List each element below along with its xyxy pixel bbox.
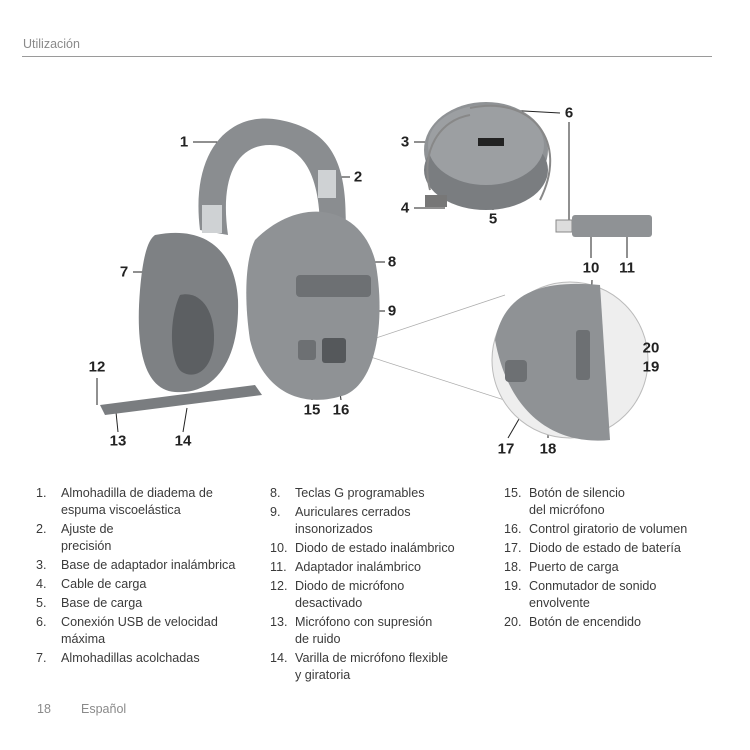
legend-item: 16. Control giratorio de volumen xyxy=(504,521,734,538)
legend-column-3: 15. Botón de silencio del micrófono 16. Con… xyxy=(504,485,734,633)
legend-item-number: 11. xyxy=(270,560,287,574)
callout-11: 11 xyxy=(619,259,635,277)
legend-column-1: 1. Almohadilla de diadema de espuma visco… xyxy=(36,485,266,669)
legend-item-number: 7. xyxy=(36,651,47,665)
legend-item-text: Conexión USB de velocidad máxima xyxy=(61,615,218,646)
callout-4: 4 xyxy=(400,199,410,217)
legend-item: 15. Botón de silencio del micrófono xyxy=(504,485,734,519)
legend-item: 17. Diodo de estado de batería xyxy=(504,540,734,557)
callout-20: 20 xyxy=(642,339,660,357)
legend-item-text: Almohadilla de diadema de espuma viscoel… xyxy=(61,486,213,517)
legend-item-number: 13. xyxy=(270,615,288,629)
callout-3: 3 xyxy=(400,133,410,151)
legend-item: 14. Varilla de micrófono flexible y girat… xyxy=(270,650,500,684)
callout-13: 13 xyxy=(109,432,127,450)
legend-item-text: Botón de encendido xyxy=(529,615,642,629)
legend-item-text: Base de adaptador inalámbrica xyxy=(61,558,236,572)
legend-item: 13. Micrófono con supresión de ruido xyxy=(270,614,500,648)
legend-item-number: 4. xyxy=(36,577,47,591)
legend-item-number: 5. xyxy=(36,596,47,610)
legend-item: 11. Adaptador inalámbrico xyxy=(270,559,500,576)
callout-8: 8 xyxy=(387,253,397,271)
legend-item-number: 1. xyxy=(36,486,47,500)
footer-language: Español xyxy=(81,702,127,716)
legend-item-number: 6. xyxy=(36,615,47,629)
legend-item-text: Micrófono con supresión de ruido xyxy=(295,615,433,646)
legend-item: 12. Diodo de micrófono desactivado xyxy=(270,578,500,612)
callout-1: 1 xyxy=(179,133,189,151)
legend-item-number: 19. xyxy=(504,579,522,593)
legend-item: 10. Diodo de estado inalámbrico xyxy=(270,540,500,557)
page-number: 18 xyxy=(37,702,51,716)
legend-item-number: 2. xyxy=(36,522,47,536)
legend-item-number: 17. xyxy=(504,541,522,555)
legend-item: 6. Conexión USB de velocidad máxima xyxy=(36,614,266,648)
legend-item: 2. Ajuste de precisión xyxy=(36,521,266,555)
legend-item-number: 14. xyxy=(270,651,288,665)
legend-item: 20. Botón de encendido xyxy=(504,614,734,631)
callout-16: 16 xyxy=(332,401,350,419)
legend-item-text: Almohadillas acolchadas xyxy=(61,651,200,665)
legend-item-text: Cable de carga xyxy=(61,577,147,591)
callout-17: 17 xyxy=(497,440,515,458)
legend-item: 7. Almohadillas acolchadas xyxy=(36,650,266,667)
legend-item-number: 9. xyxy=(270,505,281,519)
legend-item-number: 3. xyxy=(36,558,47,572)
callout-19: 19 xyxy=(642,358,660,376)
headset-illustration xyxy=(96,102,652,441)
legend-item: 5. Base de carga xyxy=(36,595,266,612)
legend-item-number: 12. xyxy=(270,579,288,593)
legend-item: 1. Almohadilla de diadema de espuma visco… xyxy=(36,485,266,519)
legend-item-text: Adaptador inalámbrico xyxy=(295,560,422,574)
legend-item-number: 16. xyxy=(504,522,522,536)
legend-item: 19. Conmutador de sonido envolvente xyxy=(504,578,734,612)
legend-item-text: Puerto de carga xyxy=(529,560,619,574)
legend-item-text: Diodo de estado de batería xyxy=(529,541,681,555)
header-rule xyxy=(22,56,712,57)
legend-item-number: 10. xyxy=(270,541,288,555)
legend-item-text: Varilla de micrófono flexible y giratori… xyxy=(295,651,449,682)
legend-item-text: Ajuste de precisión xyxy=(61,522,114,553)
callout-5: 5 xyxy=(488,210,498,228)
legend-item: 8. Teclas G programables xyxy=(270,485,500,502)
legend-item: 18. Puerto de carga xyxy=(504,559,734,576)
legend-item: 4. Cable de carga xyxy=(36,576,266,593)
legend-item-text: Base de carga xyxy=(61,596,143,610)
legend-item-text: Auriculares cerrados insonorizados xyxy=(295,505,411,536)
legend-item-text: Teclas G programables xyxy=(295,486,425,500)
legend-item-text: Diodo de micrófono desactivado xyxy=(295,579,405,610)
legend-item-number: 8. xyxy=(270,486,281,500)
callout-6: 6 xyxy=(564,104,574,122)
legend-item-number: 18. xyxy=(504,560,522,574)
legend-item-text: Diodo de estado inalámbrico xyxy=(295,541,455,555)
legend-item-text: Control giratorio de volumen xyxy=(529,522,688,536)
callout-2: 2 xyxy=(353,168,363,186)
callout-9: 9 xyxy=(387,302,397,320)
legend-item: 3. Base de adaptador inalámbrica xyxy=(36,557,266,574)
legend-item-number: 20. xyxy=(504,615,522,629)
legend-item: 9. Auriculares cerrados insonorizados xyxy=(270,504,500,538)
legend-item-text: Botón de silencio del micrófono xyxy=(529,486,625,517)
callout-12: 12 xyxy=(88,358,106,376)
callout-7: 7 xyxy=(119,263,129,281)
callout-18: 18 xyxy=(539,440,557,458)
callout-14: 14 xyxy=(174,432,192,450)
section-header: Utilización xyxy=(23,37,80,51)
legend-item-number: 15. xyxy=(504,486,522,500)
callout-15: 15 xyxy=(303,401,321,419)
callout-10: 10 xyxy=(582,259,600,277)
legend-column-2: 8. Teclas G programables 9. Auriculares cer… xyxy=(270,485,500,686)
legend-item-text: Conmutador de sonido envolvente xyxy=(529,579,657,610)
